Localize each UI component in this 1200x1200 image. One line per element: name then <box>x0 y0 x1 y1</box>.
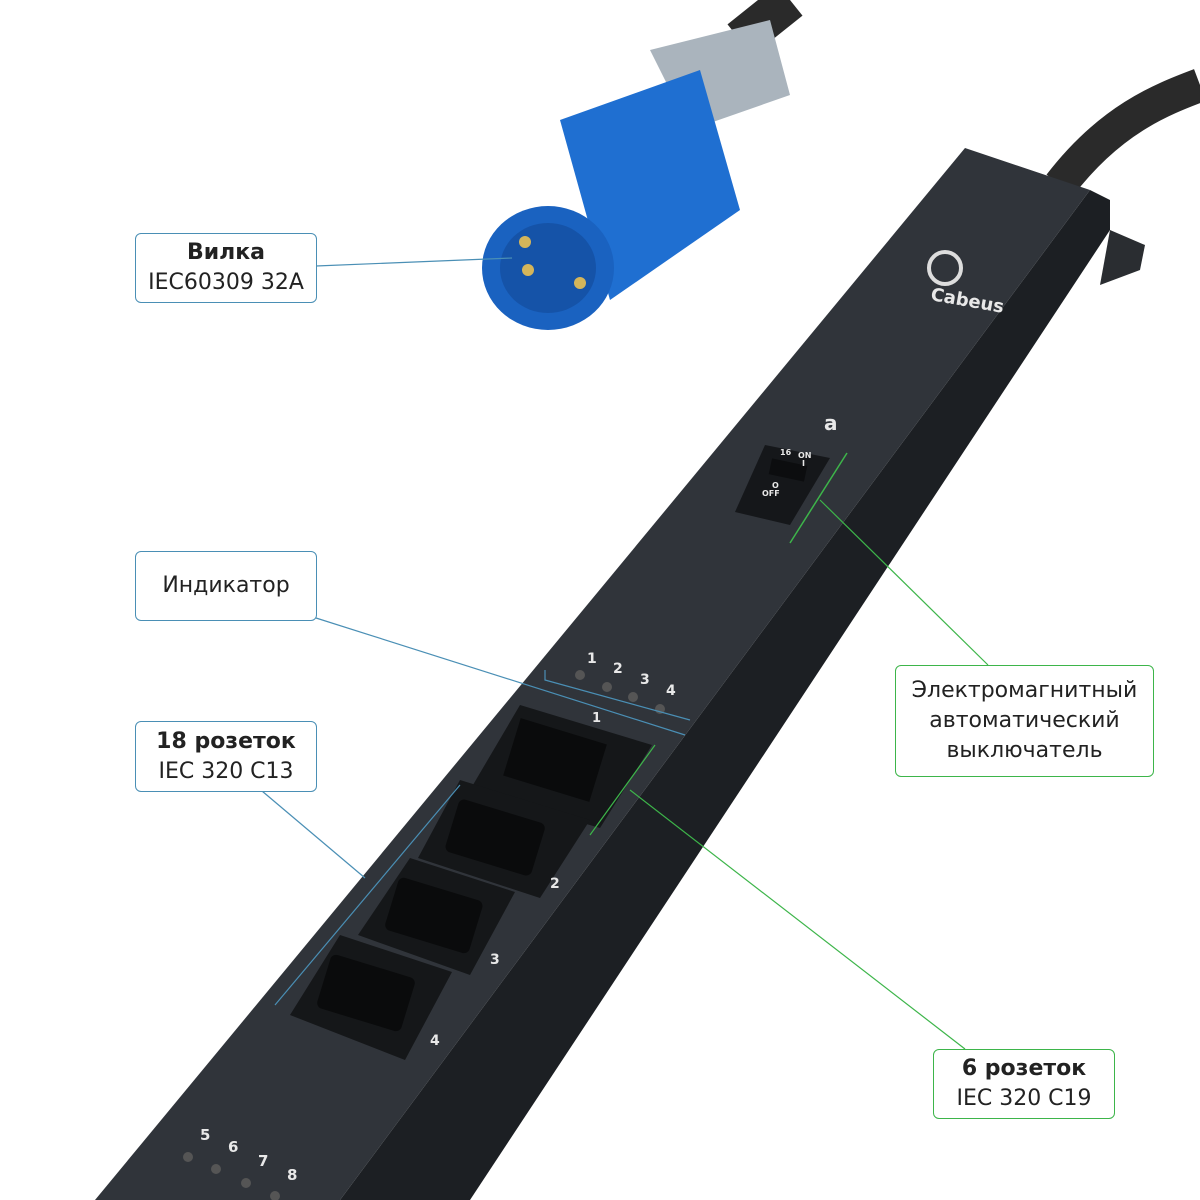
breaker-callout: Электромагнитный автоматический выключат… <box>895 665 1154 777</box>
indicator-callout-title: Индикатор <box>162 573 290 598</box>
breaker-callout-line1: Электромагнитный <box>911 678 1138 703</box>
plug-callout: Вилка IEC60309 32A <box>135 233 317 303</box>
plug-callout-subtitle: IEC60309 32A <box>148 270 304 295</box>
circuit-breaker-switch[interactable]: 16 ON I O OFF <box>735 445 830 525</box>
svg-text:OFF: OFF <box>762 489 780 498</box>
svg-text:16: 16 <box>780 448 792 457</box>
c19-callout-subtitle: IEC 320 C19 <box>956 1086 1092 1111</box>
svg-text:3: 3 <box>490 952 500 968</box>
svg-text:4: 4 <box>666 683 676 699</box>
c13-bracket <box>274 784 461 1006</box>
indicators-bottom: 5 6 7 8 <box>183 1126 297 1200</box>
c13-callout-title: 18 розеток <box>156 728 296 754</box>
iec60309-plug <box>482 20 790 330</box>
svg-text:I: I <box>802 459 805 468</box>
c19-bracket <box>589 744 656 836</box>
socket-c13-2: 2 <box>418 780 590 898</box>
svg-text:5: 5 <box>200 1126 210 1144</box>
breaker-callout-line3: выключатель <box>946 738 1103 763</box>
svg-text:1: 1 <box>592 711 601 726</box>
socket-c13-3: 3 <box>358 858 515 975</box>
c19-leader-line <box>629 789 966 1050</box>
indicator-leader-line <box>315 617 686 736</box>
breaker-letter: a <box>824 411 838 435</box>
breaker-bracket <box>789 452 848 544</box>
c13-callout-subtitle: IEC 320 C13 <box>158 758 294 784</box>
socket-c13-4: 4 <box>290 935 452 1060</box>
c13-callout: 18 розеток IEC 320 C13 <box>135 721 317 792</box>
plug-leader-line <box>315 257 513 267</box>
mount-bracket <box>1100 230 1145 285</box>
c13-leader-line <box>261 790 366 879</box>
breaker-leader-line <box>819 499 989 666</box>
svg-text:3: 3 <box>640 672 650 688</box>
pdu-side <box>340 190 1110 1200</box>
svg-text:ON: ON <box>798 451 812 460</box>
svg-text:7: 7 <box>258 1152 268 1170</box>
svg-text:2: 2 <box>613 661 623 677</box>
svg-text:1: 1 <box>587 651 597 667</box>
svg-text:O: O <box>772 481 779 490</box>
plug-callout-title: Вилка <box>186 240 266 265</box>
breaker-callout-line2: автоматический <box>929 708 1120 733</box>
svg-text:6: 6 <box>228 1138 238 1156</box>
svg-text:8: 8 <box>287 1166 297 1184</box>
indicators-top: 1 2 3 4 <box>575 651 676 714</box>
indicator-bracket <box>544 670 691 721</box>
svg-text:2: 2 <box>550 876 560 892</box>
c19-callout: 6 розеток IEC 320 C19 <box>933 1049 1115 1119</box>
c19-callout-title: 6 розеток <box>961 1056 1087 1081</box>
indicator-callout: Индикатор <box>135 551 317 621</box>
power-cable <box>1046 69 1200 196</box>
cabeus-logo-icon <box>927 250 963 286</box>
svg-text:4: 4 <box>430 1033 440 1049</box>
